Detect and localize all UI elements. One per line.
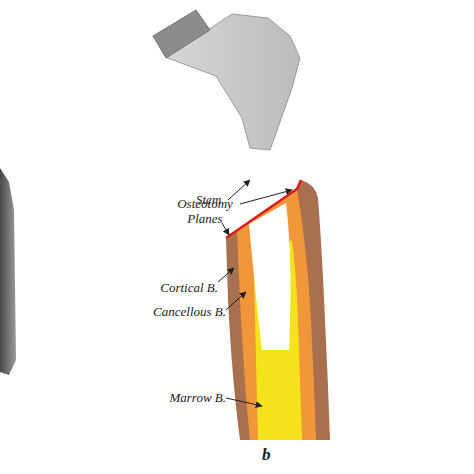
implant-edge — [0, 168, 16, 375]
stem-cavity — [249, 203, 290, 350]
part-label: Osteotomy Planes — [168, 196, 242, 226]
leader-arrow — [226, 398, 262, 406]
cortical-bone — [226, 180, 330, 440]
part-label: Cancellous B. — [130, 304, 226, 319]
panel-letter: b — [262, 446, 282, 464]
leader-arrow — [222, 223, 229, 235]
stem-trunnion — [153, 10, 210, 58]
cancellous-bone — [237, 189, 316, 440]
leader-arrow — [240, 190, 292, 204]
part-label: Cortical B. — [140, 280, 218, 295]
osteotomy-line — [226, 180, 301, 238]
leader-arrow — [226, 292, 246, 310]
part-label: Marrow B. — [150, 390, 226, 405]
leader-arrow — [218, 268, 234, 282]
